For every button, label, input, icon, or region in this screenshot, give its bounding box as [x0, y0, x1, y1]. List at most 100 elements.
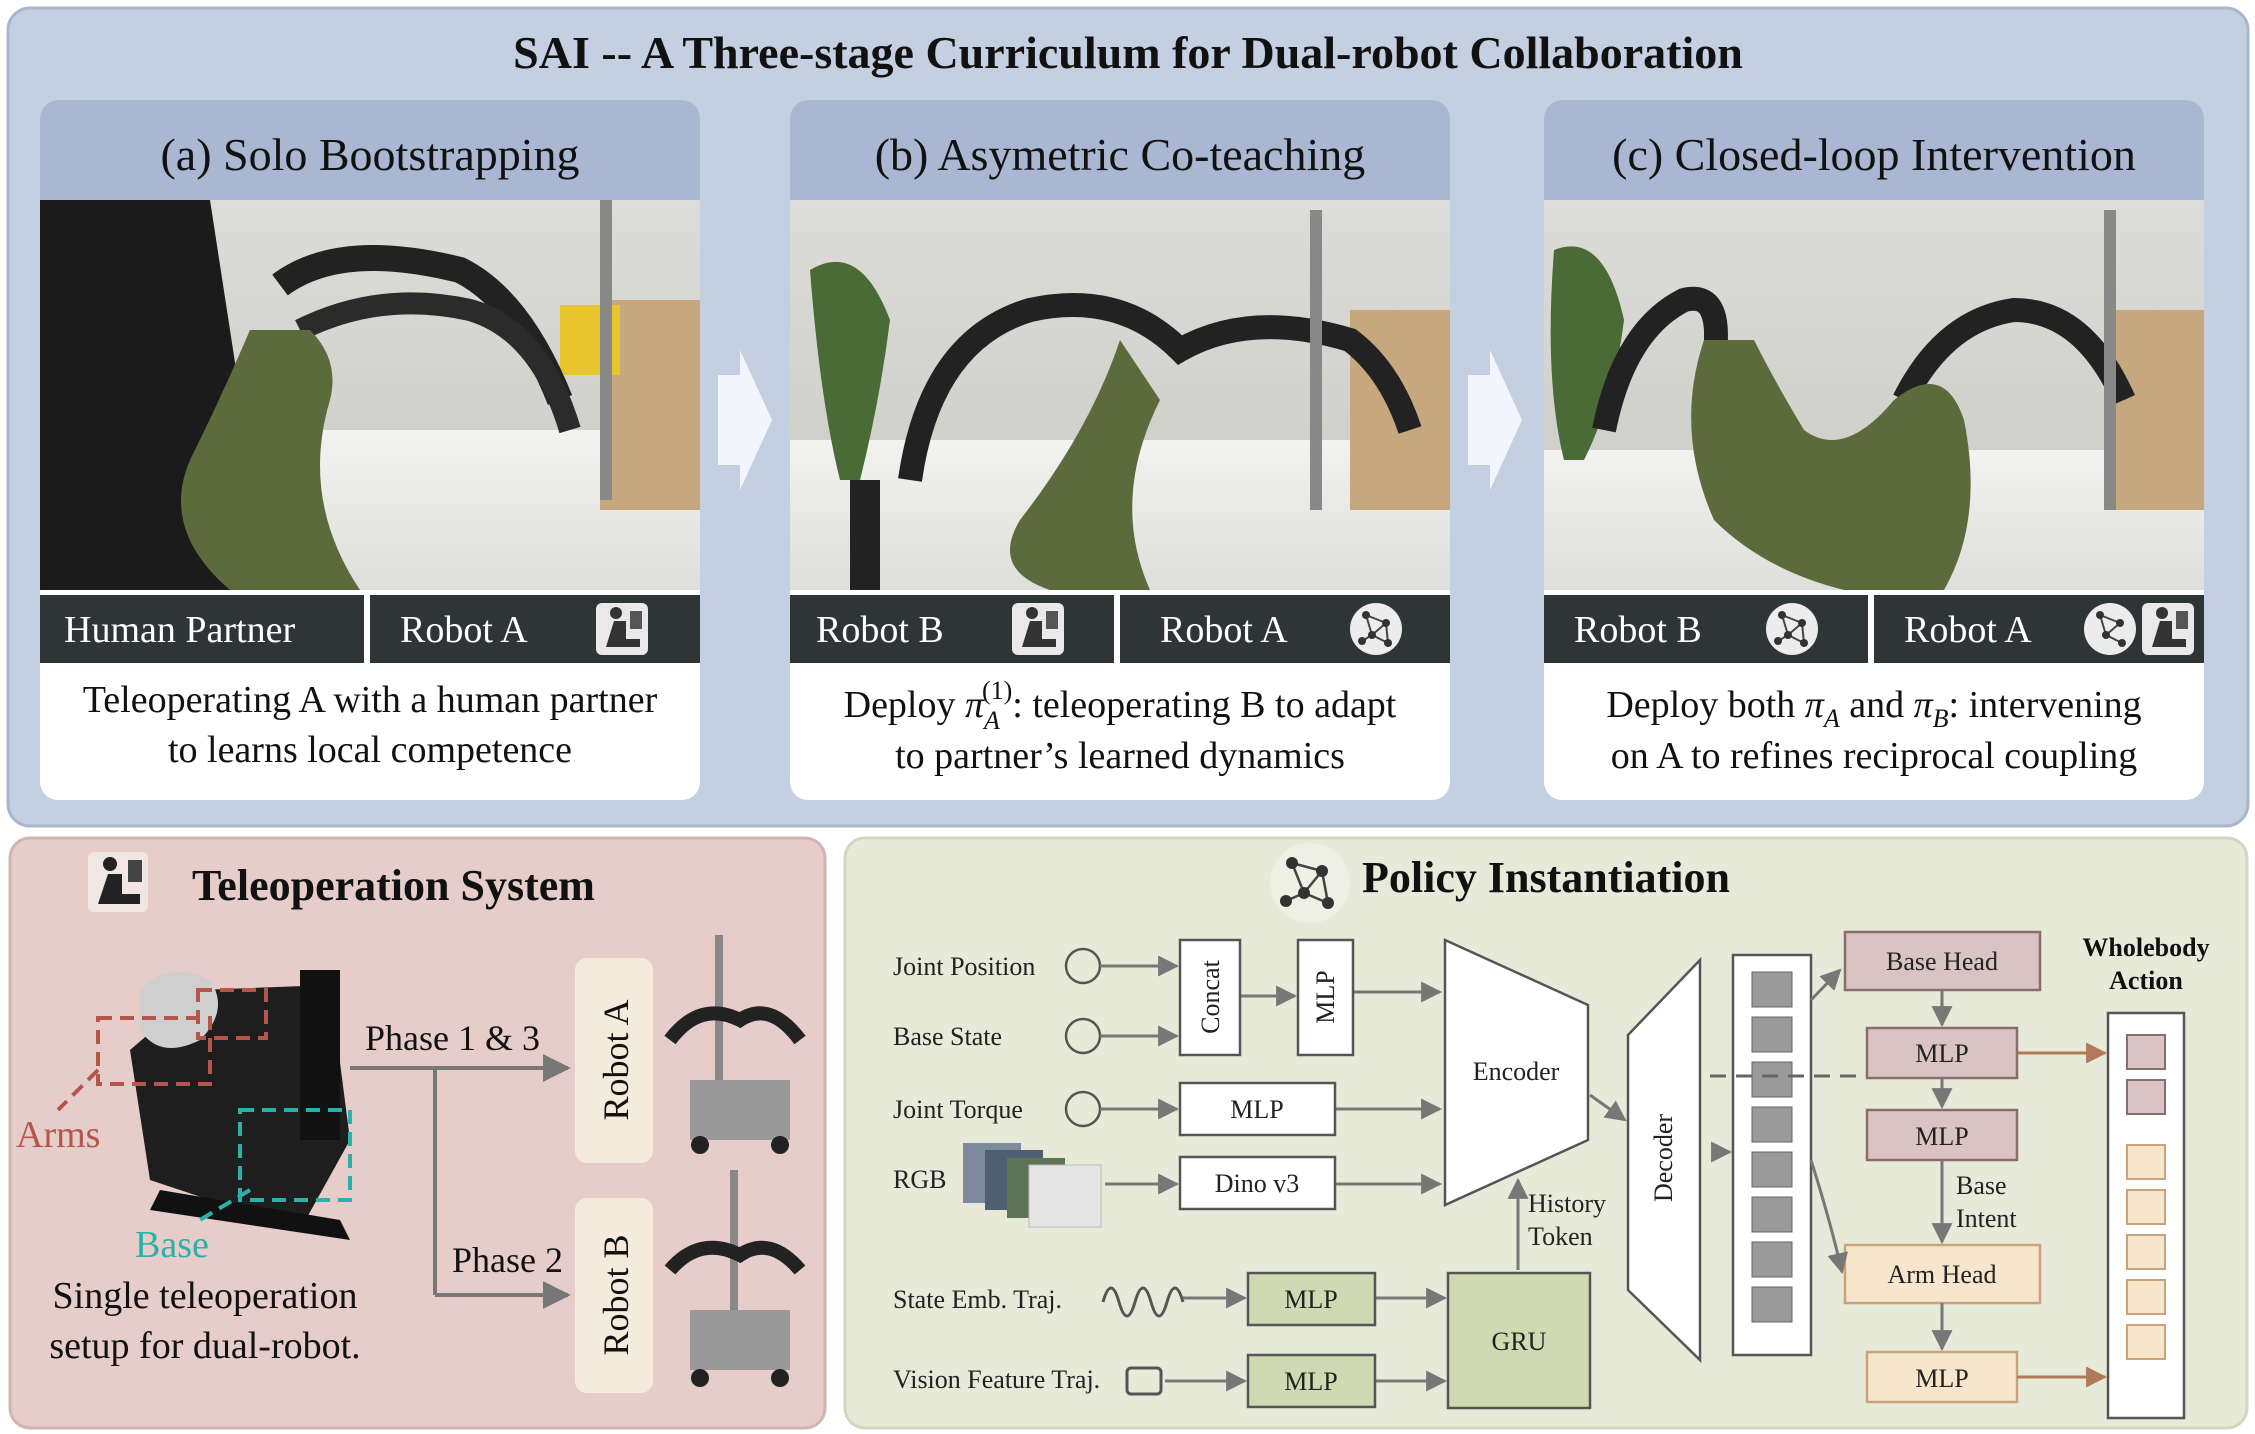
stage-a-caption-line2: to learns local competence	[168, 729, 572, 771]
mlp-block-3	[1246, 1271, 1377, 1327]
stage-a-card: (a) Solo Bootstrapping Human Partner Rob…	[40, 100, 700, 800]
token-cell	[1751, 1106, 1793, 1143]
arms-highlight-box	[196, 988, 268, 1040]
mlp-block-6	[1865, 1108, 2019, 1162]
arm-action-cell	[2126, 1144, 2166, 1180]
robot-b-box	[575, 1198, 653, 1393]
output-arrows	[2017, 1042, 2108, 1388]
stage-b-caption-line2: to partner’s learned dynamics	[895, 735, 1345, 777]
stage-arrow-1	[718, 350, 772, 490]
base-highlight-box	[238, 1108, 352, 1202]
stage-a-heading: (a) Solo Bootstrapping	[160, 129, 579, 180]
phase-2-label: Phase 2	[452, 1240, 563, 1280]
stage-a-caption-line1: Teleoperating A with a human partner	[83, 679, 658, 721]
encoder-label: Encoder	[1473, 1057, 1560, 1086]
teleop-caption-line2: setup for dual-robot.	[49, 1325, 360, 1367]
neural-net-icon	[1350, 603, 1402, 655]
stage-b-heading: (b) Asymetric Co-teaching	[875, 129, 1366, 180]
token-cell	[1751, 1016, 1793, 1053]
arm-action-cell	[2126, 1189, 2166, 1225]
stage-a-photo	[40, 200, 700, 590]
token-cell	[1751, 1061, 1793, 1098]
teleop-caption-line1: Single teleoperation	[53, 1275, 358, 1317]
gru-label: GRU	[1492, 1327, 1547, 1356]
stage-c-heading: (c) Closed-loop Intervention	[1612, 129, 2136, 180]
input-base-state: Base State	[893, 1022, 1002, 1051]
stage-c-label-right: Robot A	[1904, 609, 2032, 651]
neural-net-icon	[1270, 843, 1350, 923]
teleop-seat-icon	[596, 603, 648, 655]
rgb-thumbnails	[963, 1143, 1102, 1228]
action-cells	[2126, 1034, 2166, 1360]
input-rgb: RGB	[893, 1165, 946, 1194]
robot-a-label: Robot A	[596, 999, 636, 1120]
robot-a-image	[664, 935, 806, 1154]
history-token-label-1: History	[1528, 1189, 1606, 1218]
mlp-label-3: MLP	[1284, 1285, 1337, 1314]
stage-c-caption-line2: on A to refines reciprocal coupling	[1611, 735, 2138, 777]
mlp-label-6: MLP	[1915, 1122, 1968, 1151]
stage-c-label-bar: Robot B Robot A	[1544, 595, 2204, 663]
stage-b-photo	[790, 200, 1450, 590]
phase-connector	[350, 1054, 571, 1309]
input-vision-feature: Vision Feature Traj.	[893, 1365, 1100, 1394]
teleop-title: Teleoperation System	[192, 861, 595, 910]
stage-c-photo	[1544, 200, 2204, 590]
curriculum-title: SAI -- A Three-stage Curriculum for Dual…	[513, 27, 1743, 78]
stage-arrow-2	[1468, 350, 1522, 490]
wholebody-label-1: Wholebody	[2082, 933, 2209, 962]
stage-b-label-right: Robot A	[1160, 609, 1288, 651]
stage-b-label-bar: Robot B Robot A	[790, 595, 1450, 663]
stage-a-label-bar: Human Partner Robot A	[40, 595, 700, 663]
robot-b-label: Robot B	[596, 1234, 636, 1355]
decoder-label: Decoder	[1649, 1114, 1678, 1202]
base-intent-label-2: Intent	[1956, 1204, 2017, 1233]
neural-net-icon	[2084, 603, 2136, 655]
arm-head-block	[1843, 1243, 2042, 1305]
mlp-block-2	[1178, 1081, 1337, 1137]
dino-label: Dino v3	[1215, 1169, 1300, 1198]
history-token-label-2: Token	[1528, 1222, 1593, 1251]
mlp-label-4: MLP	[1284, 1367, 1337, 1396]
decoder-block	[1626, 956, 1702, 1363]
concat-block	[1178, 938, 1242, 1057]
mlp-label-7: MLP	[1915, 1364, 1968, 1393]
concat-label: Concat	[1196, 959, 1225, 1033]
robot-b-image	[664, 1170, 806, 1387]
mlp-label-1: MLP	[1311, 970, 1340, 1023]
robot-a-box	[575, 958, 653, 1163]
stage-b-caption-line1: Deploy πA(1): teleoperating B to adapt	[844, 676, 1397, 735]
token-cell	[1751, 1196, 1793, 1233]
token-cell	[1751, 1286, 1793, 1323]
stage-c-card: (c) Closed-loop Intervention Robot B Rob…	[1544, 100, 2204, 800]
mlp-block-1	[1296, 938, 1355, 1057]
teleop-seat-icon	[2142, 603, 2194, 655]
encoder-block	[1443, 938, 1590, 1207]
mlp-label-5: MLP	[1915, 1039, 1968, 1068]
token-cell	[1751, 1151, 1793, 1188]
arm-head-label: Arm Head	[1887, 1260, 1996, 1289]
input-arrows	[1100, 955, 1733, 1392]
arms-highlight-box	[96, 1016, 212, 1086]
input-state-emb: State Emb. Traj.	[893, 1285, 1062, 1314]
dino-block	[1178, 1155, 1337, 1211]
teleop-panel: Teleoperation System Arms Base Single te…	[8, 836, 827, 1430]
stage-b-card: (b) Asymetric Co-teaching Robot B Robot …	[790, 100, 1450, 800]
input-joint-position: Joint Position	[893, 952, 1035, 981]
arm-action-cell	[2126, 1234, 2166, 1270]
mlp-block-4	[1246, 1353, 1377, 1409]
base-label: Base	[135, 1224, 209, 1266]
stage-b-label-left: Robot B	[816, 609, 944, 651]
base-head-block	[1843, 930, 2042, 992]
vision-traj-icon	[1125, 1366, 1163, 1396]
stage-a-label-left: Human Partner	[64, 609, 295, 651]
stage-a-label-right: Robot A	[400, 609, 528, 651]
neural-net-icon	[1766, 603, 1818, 655]
policy-panel: Policy Instantiation Joint Position Base…	[843, 836, 2249, 1430]
gru-block	[1446, 1271, 1592, 1410]
arm-action-cell	[2126, 1324, 2166, 1360]
policy-title: Policy Instantiation	[1362, 853, 1730, 902]
teleop-seat-icon	[1012, 603, 1064, 655]
token-cell	[1751, 971, 1793, 1008]
mlp-block-7	[1865, 1350, 2019, 1404]
